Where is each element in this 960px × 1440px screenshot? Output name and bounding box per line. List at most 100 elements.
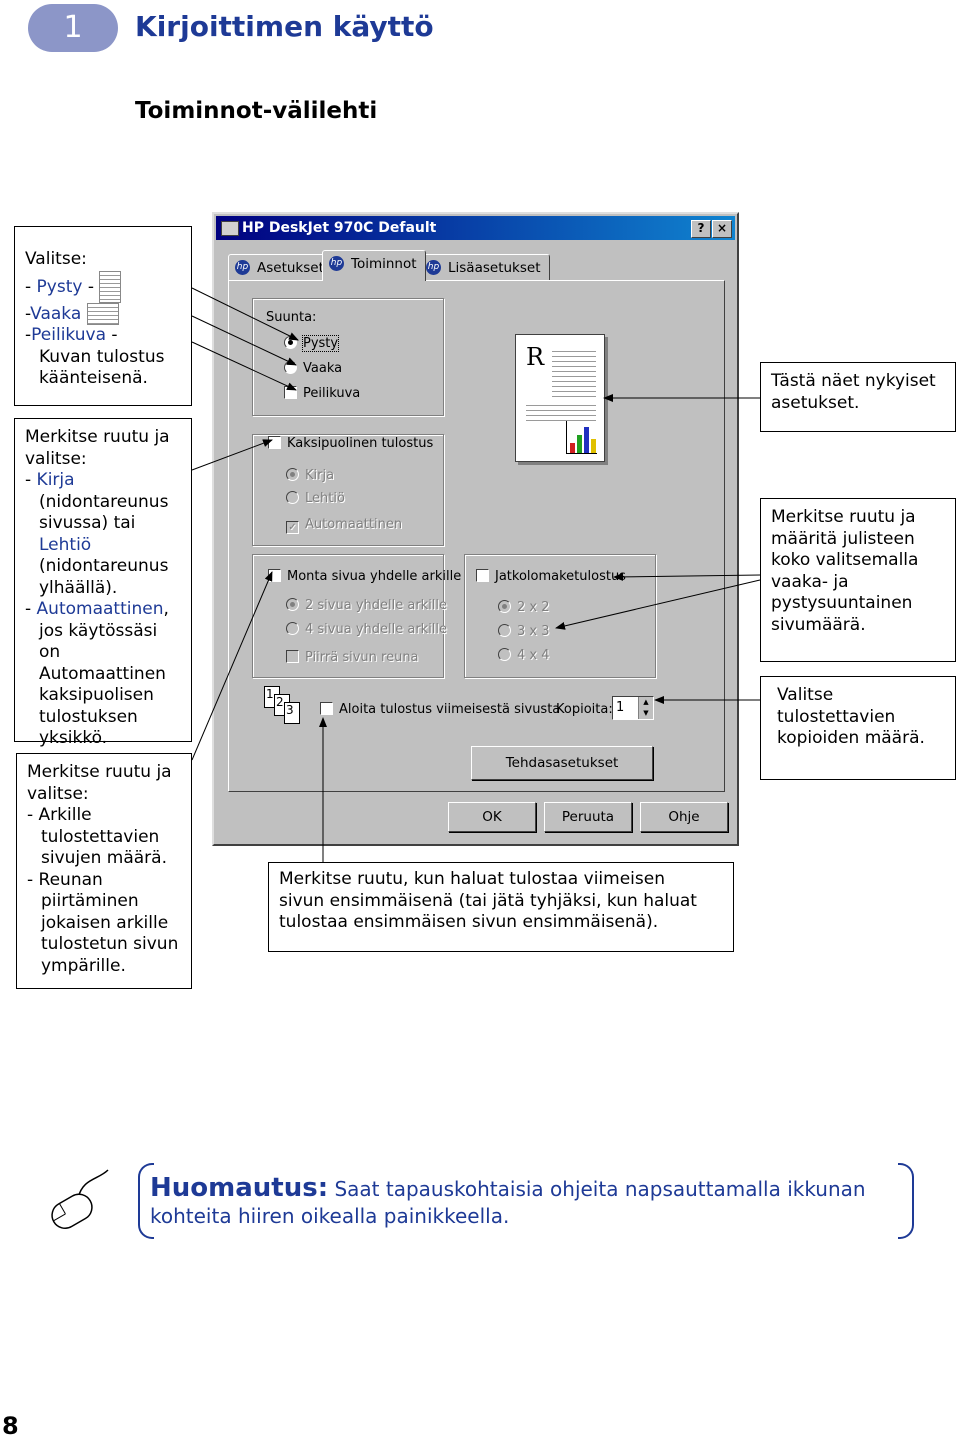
copies-value: 1 xyxy=(616,700,625,715)
section-title: Toiminnot-välilehti xyxy=(135,98,378,124)
chapter-number-badge: 1 xyxy=(28,4,118,52)
book-radio[interactable]: Kirja xyxy=(286,468,334,484)
callout-auto: Automaattinen xyxy=(36,599,164,619)
printer-dialog: HP DeskJet 970C Default ? × hp Asetukset… xyxy=(212,212,739,846)
duplex-checkbox[interactable]: Kaksipuolinen tulostus xyxy=(268,436,437,452)
copies-label: Kopioita: xyxy=(556,702,613,717)
callout-text: (nidontareunus xyxy=(39,491,169,512)
portrait-page-icon xyxy=(99,270,122,303)
tablet-radio[interactable]: Lehtiö xyxy=(286,491,345,507)
checkbox-icon xyxy=(268,569,281,582)
preview-letter: R xyxy=(526,343,545,371)
radio-icon xyxy=(498,600,511,613)
copies-spinner[interactable]: 1 ▲▼ xyxy=(612,696,654,720)
callout-text: sivumäärä. xyxy=(771,614,866,635)
callout-text: piirtäminen xyxy=(41,891,139,911)
landscape-page-icon xyxy=(86,302,119,325)
radio-label: Pysty xyxy=(301,335,340,352)
note-text: Saat tapauskohtaisia ohjeita napsauttama… xyxy=(150,1177,866,1228)
callout-text: Merkitse ruutu, kun haluat tulostaa viim… xyxy=(279,869,665,889)
checkbox-icon xyxy=(320,702,333,715)
note: Huomautus: Saat tapauskohtaisia ohjeita … xyxy=(150,1175,910,1230)
landscape-radio[interactable]: Vaaka xyxy=(284,361,342,377)
tab-lisaasetukset[interactable]: hp Lisäasetukset xyxy=(419,254,550,280)
reverse-order-checkbox[interactable]: Aloita tulostus viimeisestä sivusta xyxy=(320,702,560,718)
spinner-arrows-icon[interactable]: ▲▼ xyxy=(638,697,653,719)
radio-icon xyxy=(286,598,299,611)
callout-item: - Pysty - xyxy=(25,270,181,303)
callout-poster: Merkitse ruutu ja määritä julisteen koko… xyxy=(760,498,956,662)
callout-text: tulostetun sivun xyxy=(41,934,179,954)
mouse-icon xyxy=(38,1168,118,1238)
radio-icon xyxy=(498,624,511,637)
settings-preview: R xyxy=(515,334,605,462)
callout-text: kopioiden määrä. xyxy=(777,728,925,748)
callout-text: Reunan xyxy=(38,869,103,890)
callout-duplex: Merkitse ruutu ja valitse: - Kirja (nido… xyxy=(14,418,192,748)
two-pages-radio[interactable]: 2 sivua yhdelle arkille xyxy=(286,598,447,614)
poster-checkbox[interactable]: Jatkolomaketulostus xyxy=(476,569,626,585)
poster-4x4-radio[interactable]: 4 x 4 xyxy=(498,648,550,664)
help-button[interactable]: Ohje xyxy=(640,802,728,832)
checkbox-label: Automaattinen xyxy=(305,517,403,532)
checkbox-label: Jatkolomaketulostus xyxy=(495,569,626,584)
multipage-checkbox[interactable]: Monta sivua yhdelle arkille xyxy=(268,569,461,585)
callout-text: (nidontareunus xyxy=(39,556,169,576)
callout-text: tulostettavien xyxy=(777,706,896,727)
automatic-checkbox[interactable]: ✓ Automaattinen xyxy=(286,517,402,534)
callout-item: -Vaaka xyxy=(25,302,181,326)
checkmark-icon: ✓ xyxy=(286,521,299,534)
four-pages-radio[interactable]: 4 sivua yhdelle arkille xyxy=(286,622,447,638)
callout-reverse-order: Merkitse ruutu, kun haluat tulostaa viim… xyxy=(268,862,734,952)
callout-text: pystysuuntainen xyxy=(771,593,913,613)
tab-asetukset[interactable]: hp Asetukset xyxy=(228,254,333,280)
checkbox-icon xyxy=(286,650,299,663)
ok-button[interactable]: OK xyxy=(448,802,536,832)
tab-label: Asetukset xyxy=(257,260,324,276)
callout-portrait: Pysty xyxy=(36,276,83,297)
duplex-group xyxy=(252,434,444,546)
callout-text: Arkille xyxy=(38,805,92,825)
radio-label: Kirja xyxy=(305,468,335,483)
radio-icon xyxy=(498,648,511,661)
callout-text: tulostaa ensimmäisen sivun ensimmäisenä)… xyxy=(279,912,659,932)
radio-label: 4 sivua yhdelle arkille xyxy=(305,622,448,637)
callout-mirror: Peilikuva xyxy=(31,325,106,345)
radio-icon xyxy=(286,491,299,504)
callout-text: käänteisenä. xyxy=(39,368,148,388)
callout-copies: Valitse tulostettavien kopioiden määrä. xyxy=(760,676,956,780)
preview-text-lines xyxy=(526,401,596,421)
mirror-checkbox[interactable]: Peilikuva xyxy=(284,386,360,402)
callout-text: Tästä näet nykyiset xyxy=(771,371,936,391)
help-title-button[interactable]: ? xyxy=(691,220,711,238)
callout-item: - Arkille xyxy=(27,805,92,825)
close-title-button[interactable]: × xyxy=(712,220,732,238)
radio-label: 2 x 2 xyxy=(517,600,550,615)
preview-text-lines xyxy=(552,347,596,399)
callout-orientation: Valitse: - Pysty - -Vaaka -Peilikuva - K… xyxy=(14,226,192,406)
callout-text: Valitse xyxy=(777,685,834,705)
callout-text: Kuvan tulostus xyxy=(39,346,165,367)
callout-text: koko valitsemalla xyxy=(771,550,919,570)
callout-item: -Peilikuva - xyxy=(25,325,118,345)
cancel-button[interactable]: Peruuta xyxy=(544,802,632,832)
callout-preview: Tästä näet nykyiset asetukset. xyxy=(760,362,956,432)
tab-label: Lisäasetukset xyxy=(448,260,541,276)
draw-border-checkbox[interactable]: Piirrä sivun reuna xyxy=(286,650,419,666)
checkbox-label: Kaksipuolinen tulostus xyxy=(287,436,434,451)
restore-defaults-button[interactable]: Tehdasasetukset xyxy=(471,746,653,780)
callout-text: valitse: xyxy=(27,783,89,804)
poster-2x2-radio[interactable]: 2 x 2 xyxy=(498,600,550,616)
callout-text: sivussa) tai xyxy=(39,513,136,533)
dialog-titlebar[interactable]: HP DeskJet 970C Default ? × xyxy=(216,216,735,240)
chapter-title: Kirjoittimen käyttö xyxy=(135,10,434,43)
checkbox-icon xyxy=(268,436,281,449)
dialog-title: HP DeskJet 970C Default xyxy=(242,220,437,236)
radio-label: 4 x 4 xyxy=(517,648,550,663)
portrait-radio[interactable]: Pysty xyxy=(284,335,340,352)
callout-text: Automaattinen xyxy=(39,663,166,684)
poster-3x3-radio[interactable]: 3 x 3 xyxy=(498,624,550,640)
callout-landscape: Vaaka xyxy=(30,303,82,324)
tab-toiminnot[interactable]: hp Toiminnot xyxy=(322,250,426,281)
callout-item: - Kirja xyxy=(25,470,75,490)
